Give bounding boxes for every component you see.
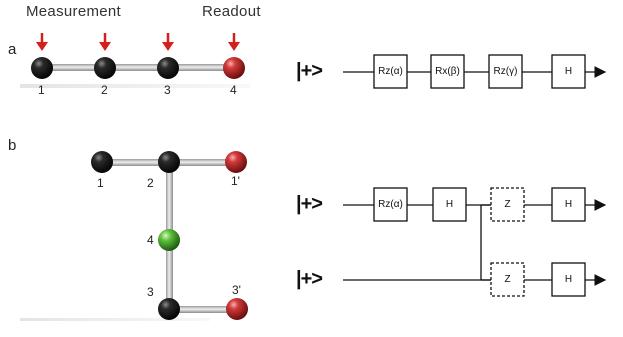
gate-a-rx-beta-label: Rx(β): [435, 66, 460, 77]
gate-b-h1: [432, 187, 467, 222]
gate-a-rz-gamma-label: Rz(γ): [493, 66, 518, 77]
gate-b-rz-alpha: [373, 187, 408, 222]
gate-b-z-top-label: Z: [504, 199, 511, 210]
qubit-a3-sphere: [157, 57, 179, 79]
qubit-b2-label: 2: [147, 176, 154, 190]
panel-a-label: a: [8, 41, 17, 58]
qubit-a4-label: 4: [230, 83, 237, 97]
gate-b-z-bottom-label: Z: [504, 274, 511, 285]
readout-arrow: [228, 33, 240, 51]
gate-b-z-top: [490, 187, 525, 222]
qubit-b1-sphere: [91, 151, 113, 173]
measurement-arrow-1: [36, 33, 48, 51]
gate-a-rz-alpha: [373, 54, 408, 89]
gate-a-rz-gamma: [488, 54, 523, 89]
qubit-b4-sphere: [158, 229, 180, 251]
qubit-b3prime-label: 3': [232, 283, 241, 297]
gate-a-rx-beta: [430, 54, 465, 89]
gate-b-h3: [551, 262, 586, 297]
circuit-a-input-state: |+>: [296, 60, 323, 82]
gate-b-h2: [551, 187, 586, 222]
chain-a-rod: [43, 64, 233, 71]
readout-header: Readout: [202, 3, 261, 20]
measurement-arrow-3: [162, 33, 174, 51]
measurement-header: Measurement: [26, 3, 122, 20]
gate-a-h-label: H: [564, 66, 573, 77]
qubit-a1-label: 1: [38, 83, 45, 97]
qubit-b3prime-sphere: [226, 298, 248, 320]
chain-a-shadow: [20, 84, 250, 88]
qubit-a1-sphere: [31, 57, 53, 79]
qubit-b2-sphere: [158, 151, 180, 173]
panel-b-label: b: [8, 137, 17, 154]
measurement-arrows: [36, 33, 240, 51]
measurement-arrow-2: [99, 33, 111, 51]
qubit-a4-sphere: [223, 57, 245, 79]
gate-b-h1-label: H: [445, 199, 454, 210]
chain-b-shadow: [20, 318, 210, 321]
qubit-b1prime-sphere: [225, 151, 247, 173]
gate-a-h: [551, 54, 586, 89]
qubit-b3-label: 3: [147, 285, 154, 299]
qubit-a2-sphere: [94, 57, 116, 79]
gate-b-h3-label: H: [564, 274, 573, 285]
qubit-a2-label: 2: [101, 83, 108, 97]
qubit-a3-label: 3: [164, 83, 171, 97]
chain-b-bottom-rod: [170, 306, 238, 313]
gate-b-z-bottom: [490, 262, 525, 297]
qubit-b1-label: 1: [97, 176, 104, 190]
circuit-b-top-input: |+>: [296, 193, 323, 215]
gate-b-h2-label: H: [564, 199, 573, 210]
qubit-b1prime-label: 1': [231, 174, 240, 188]
qubit-b3-sphere: [158, 298, 180, 320]
gate-b-rz-alpha-label: Rz(α): [378, 199, 403, 210]
gate-a-rz-alpha-label: Rz(α): [378, 66, 403, 77]
qubit-b4-label: 4: [147, 233, 154, 247]
circuit-b-bottom-input: |+>: [296, 268, 323, 290]
